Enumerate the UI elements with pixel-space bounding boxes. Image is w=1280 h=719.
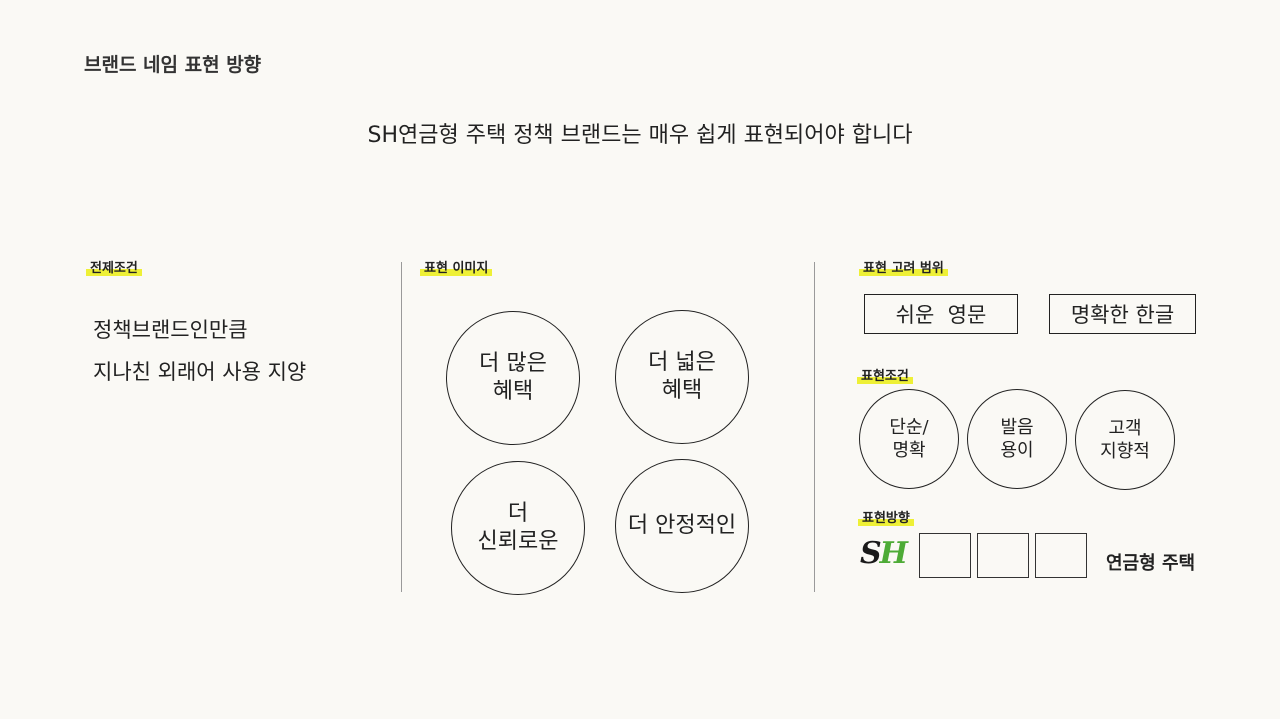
sh-logo: SH [860,536,908,571]
premise-line-2: 지나친 외래어 사용 지양 [93,360,307,384]
slide-subtitle: SH연금형 주택 정책 브랜드는 매우 쉽게 표현되어야 합니다 [367,123,913,148]
brand-suffix-text: 연금형 주택 [1106,553,1196,574]
premise-label-text: 전제조건 [86,261,142,276]
image-circle-wider-benefit: 더 넓은 혜택 [615,310,749,444]
image-label: 표현 이미지 [420,257,493,276]
sh-logo-s: S [860,536,882,571]
conditions-label: 표현조건 [857,365,913,384]
column-divider-2 [814,262,815,592]
premise-label: 전제조건 [86,257,142,276]
name-placeholder-box-1 [919,533,971,578]
column-divider-1 [401,262,402,592]
direction-label-text: 표현방향 [858,511,914,526]
range-label-text: 표현 고려 범위 [859,261,948,276]
name-placeholder-box-2 [977,533,1029,578]
image-label-text: 표현 이미지 [420,261,493,276]
condition-circle-simple: 단순/ 명확 [859,389,959,489]
name-placeholder-box-3 [1035,533,1087,578]
image-circle-more-trusted: 더 신뢰로운 [451,461,585,595]
slide-title: 브랜드 네임 표현 방향 [84,54,262,76]
image-circle-more-benefit: 더 많은 혜택 [446,311,580,445]
range-box-clear-korean: 명확한 한글 [1049,294,1196,334]
direction-label: 표현방향 [858,507,914,526]
range-label: 표현 고려 범위 [859,257,948,276]
condition-circle-pronounce: 발음 용이 [967,389,1067,489]
premise-line-1: 정책브랜드인만큼 [93,318,248,342]
condition-circle-customer: 고객 지향적 [1075,390,1175,490]
conditions-label-text: 표현조건 [857,369,913,384]
range-box-easy-english: 쉬운 영문 [864,294,1018,334]
sh-logo-h: H [879,536,908,571]
image-circle-more-stable: 더 안정적인 [615,459,749,593]
